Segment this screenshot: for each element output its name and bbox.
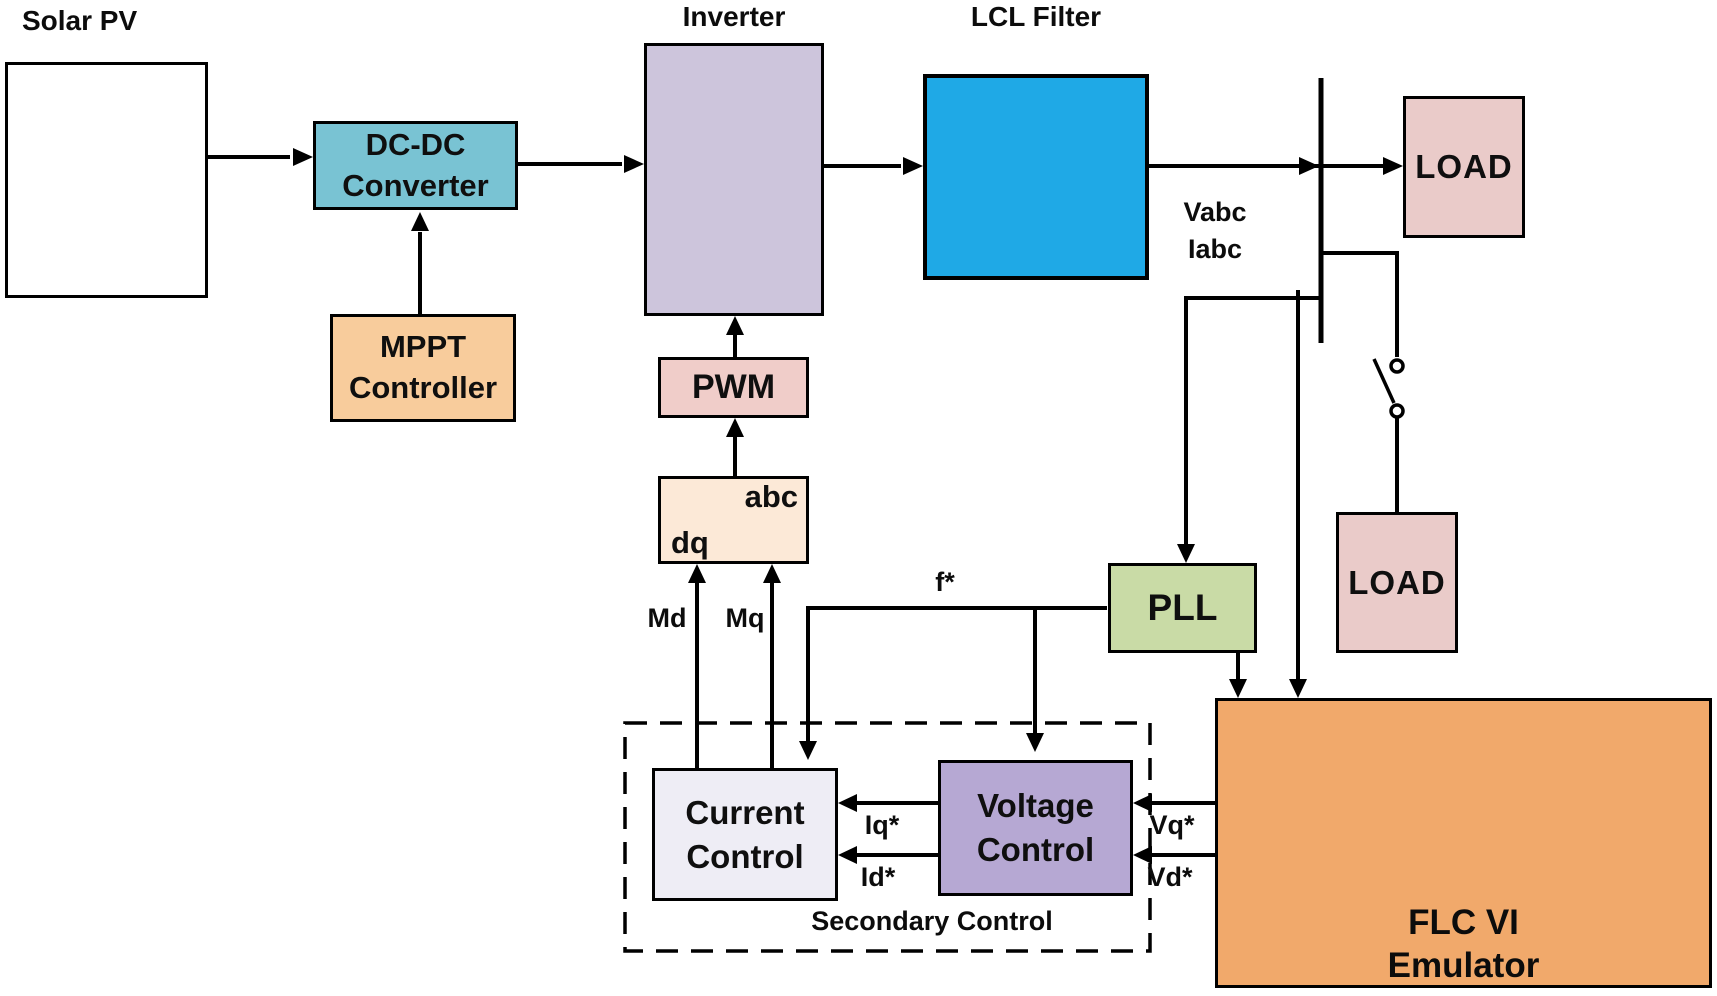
- load-switched-box: LOAD: [1336, 512, 1458, 653]
- wire-bus-to-switch: [1321, 251, 1399, 357]
- voltage-control-line1: Voltage: [977, 787, 1094, 825]
- solar-pv-box: [5, 62, 208, 298]
- current-control-line1: Current: [685, 793, 805, 831]
- dq-label: dq: [671, 525, 709, 560]
- vd-ref-signal-label: Vd*: [1147, 862, 1193, 892]
- flc-vi-emulator-label: FLC VI Emulator: [1215, 902, 1712, 987]
- pwm-label: PWM: [691, 368, 776, 406]
- secondary-control-label: Secondary Control: [811, 906, 1053, 936]
- pll-box: PLL: [1108, 563, 1257, 653]
- md-signal-label: Md: [647, 603, 687, 633]
- load-top-label: LOAD: [1415, 148, 1513, 185]
- dq-abc-transform-box: abc dq: [658, 476, 809, 564]
- breaker-switch-icon: [1372, 358, 1405, 419]
- current-control-line2: Control: [686, 837, 804, 875]
- solar-pv-title: Solar PV: [22, 5, 138, 36]
- iabc-signal-label: Iabc: [1187, 234, 1243, 264]
- dcdc-label-line2: Converter: [342, 167, 489, 203]
- iq-ref-signal-label: Iq*: [864, 810, 900, 840]
- inverter-box: [644, 43, 824, 316]
- wire-f-ref: [806, 606, 1107, 742]
- flc-label-line2: Emulator: [1387, 945, 1540, 985]
- voltage-control-line2: Control: [976, 831, 1095, 868]
- pwm-box: PWM: [658, 357, 809, 418]
- dcdc-label-line1: DC-DC: [365, 126, 466, 162]
- wire-bus-to-pll: [1184, 296, 1321, 545]
- dcdc-converter-box: DC-DC Converter: [313, 121, 518, 210]
- vabc-signal-label: Vabc: [1183, 197, 1247, 227]
- lcl-filter-box: [923, 74, 1149, 280]
- inverter-title: Inverter: [682, 1, 786, 32]
- mppt-label-line1: MPPT: [379, 329, 467, 365]
- id-ref-signal-label: Id*: [860, 862, 896, 892]
- load-switched-label: LOAD: [1348, 563, 1446, 601]
- mq-signal-label: Mq: [725, 603, 765, 633]
- load-top-box: LOAD: [1403, 96, 1525, 238]
- mppt-controller-box: MPPT Controller: [330, 314, 516, 422]
- lcl-filter-title: LCL Filter: [970, 1, 1102, 32]
- f-ref-signal-label: f*: [935, 567, 955, 597]
- vq-ref-signal-label: Vq*: [1149, 810, 1195, 840]
- pll-label: PLL: [1147, 587, 1218, 628]
- abc-label: abc: [744, 479, 798, 514]
- voltage-control-box: Voltage Control: [938, 760, 1133, 896]
- flc-label-line1: FLC VI: [1408, 903, 1519, 942]
- mppt-label-line2: Controller: [348, 370, 498, 405]
- current-control-box: Current Control: [652, 768, 838, 901]
